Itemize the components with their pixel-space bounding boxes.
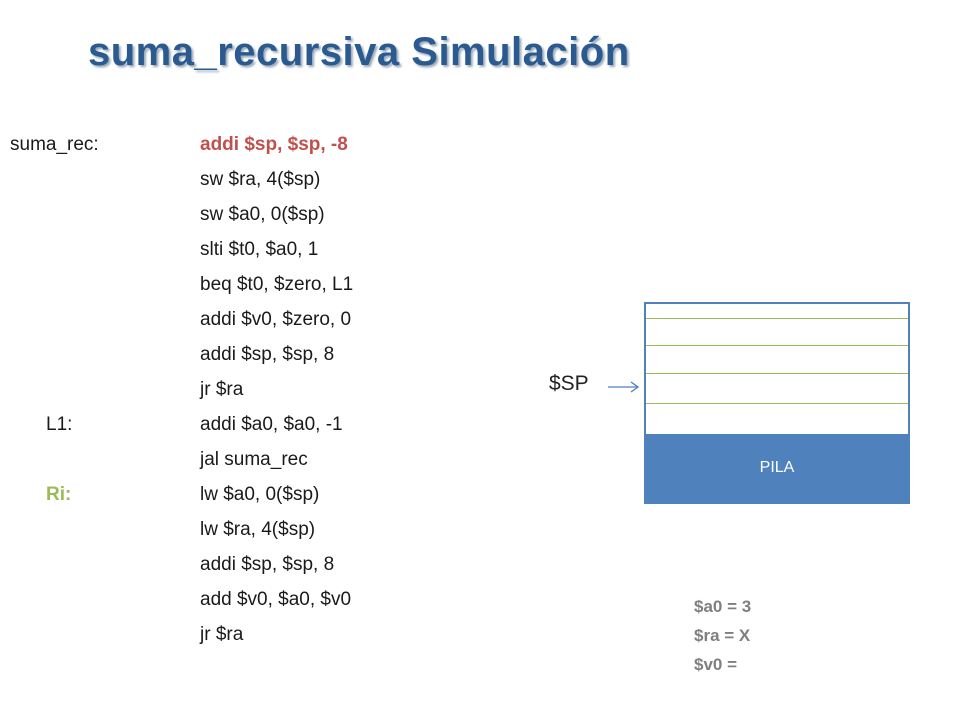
register-a0: $a0 = 3 [694, 597, 752, 616]
code-instruction: sw $ra, 4($sp) [200, 169, 321, 190]
stack-diagram: PILA [644, 302, 910, 504]
code-label-l1: L1: [46, 414, 73, 435]
code-instruction: jr $ra [200, 379, 244, 400]
code-instruction: sw $a0, 0($sp) [200, 204, 325, 225]
stack-slot-line [646, 373, 908, 374]
code-instruction: slti $t0, $a0, 1 [200, 239, 319, 260]
code-label-suma-rec: suma_rec: [10, 134, 99, 155]
code-instruction: jr $ra [200, 624, 244, 645]
register-ra: $ra = X [694, 626, 751, 645]
register-v0: $v0 = [694, 655, 738, 674]
arrow-right-icon [608, 381, 640, 393]
code-instruction: jal suma_rec [200, 449, 308, 470]
code-instruction: addi $v0, $zero, 0 [200, 309, 352, 330]
code-instruction: addi $sp, $sp, 8 [200, 554, 335, 575]
code-instruction: addi $a0, $a0, -1 [200, 414, 343, 435]
code-instruction: beq $t0, $zero, L1 [200, 274, 354, 295]
slide-title: suma_recursiva Simulación [88, 30, 630, 74]
code-instruction: lw $ra, 4($sp) [200, 519, 316, 540]
stack-slot-line [646, 403, 908, 404]
code-instruction: addi $sp, $sp, 8 [200, 344, 335, 365]
stack-base-pila: PILA [646, 434, 908, 502]
stack-slot-line [646, 345, 908, 346]
stack-slot-line [646, 318, 908, 319]
code-instruction: add $v0, $a0, $v0 [200, 589, 352, 610]
code-instruction-current: addi $sp, $sp, -8 [200, 134, 348, 155]
code-instruction: lw $a0, 0($sp) [200, 484, 320, 505]
stack-pointer-label: $SP [549, 372, 589, 395]
register-values: $a0 = 3 $ra = X $v0 = [694, 592, 751, 679]
code-label-ri: Ri: [46, 484, 72, 505]
